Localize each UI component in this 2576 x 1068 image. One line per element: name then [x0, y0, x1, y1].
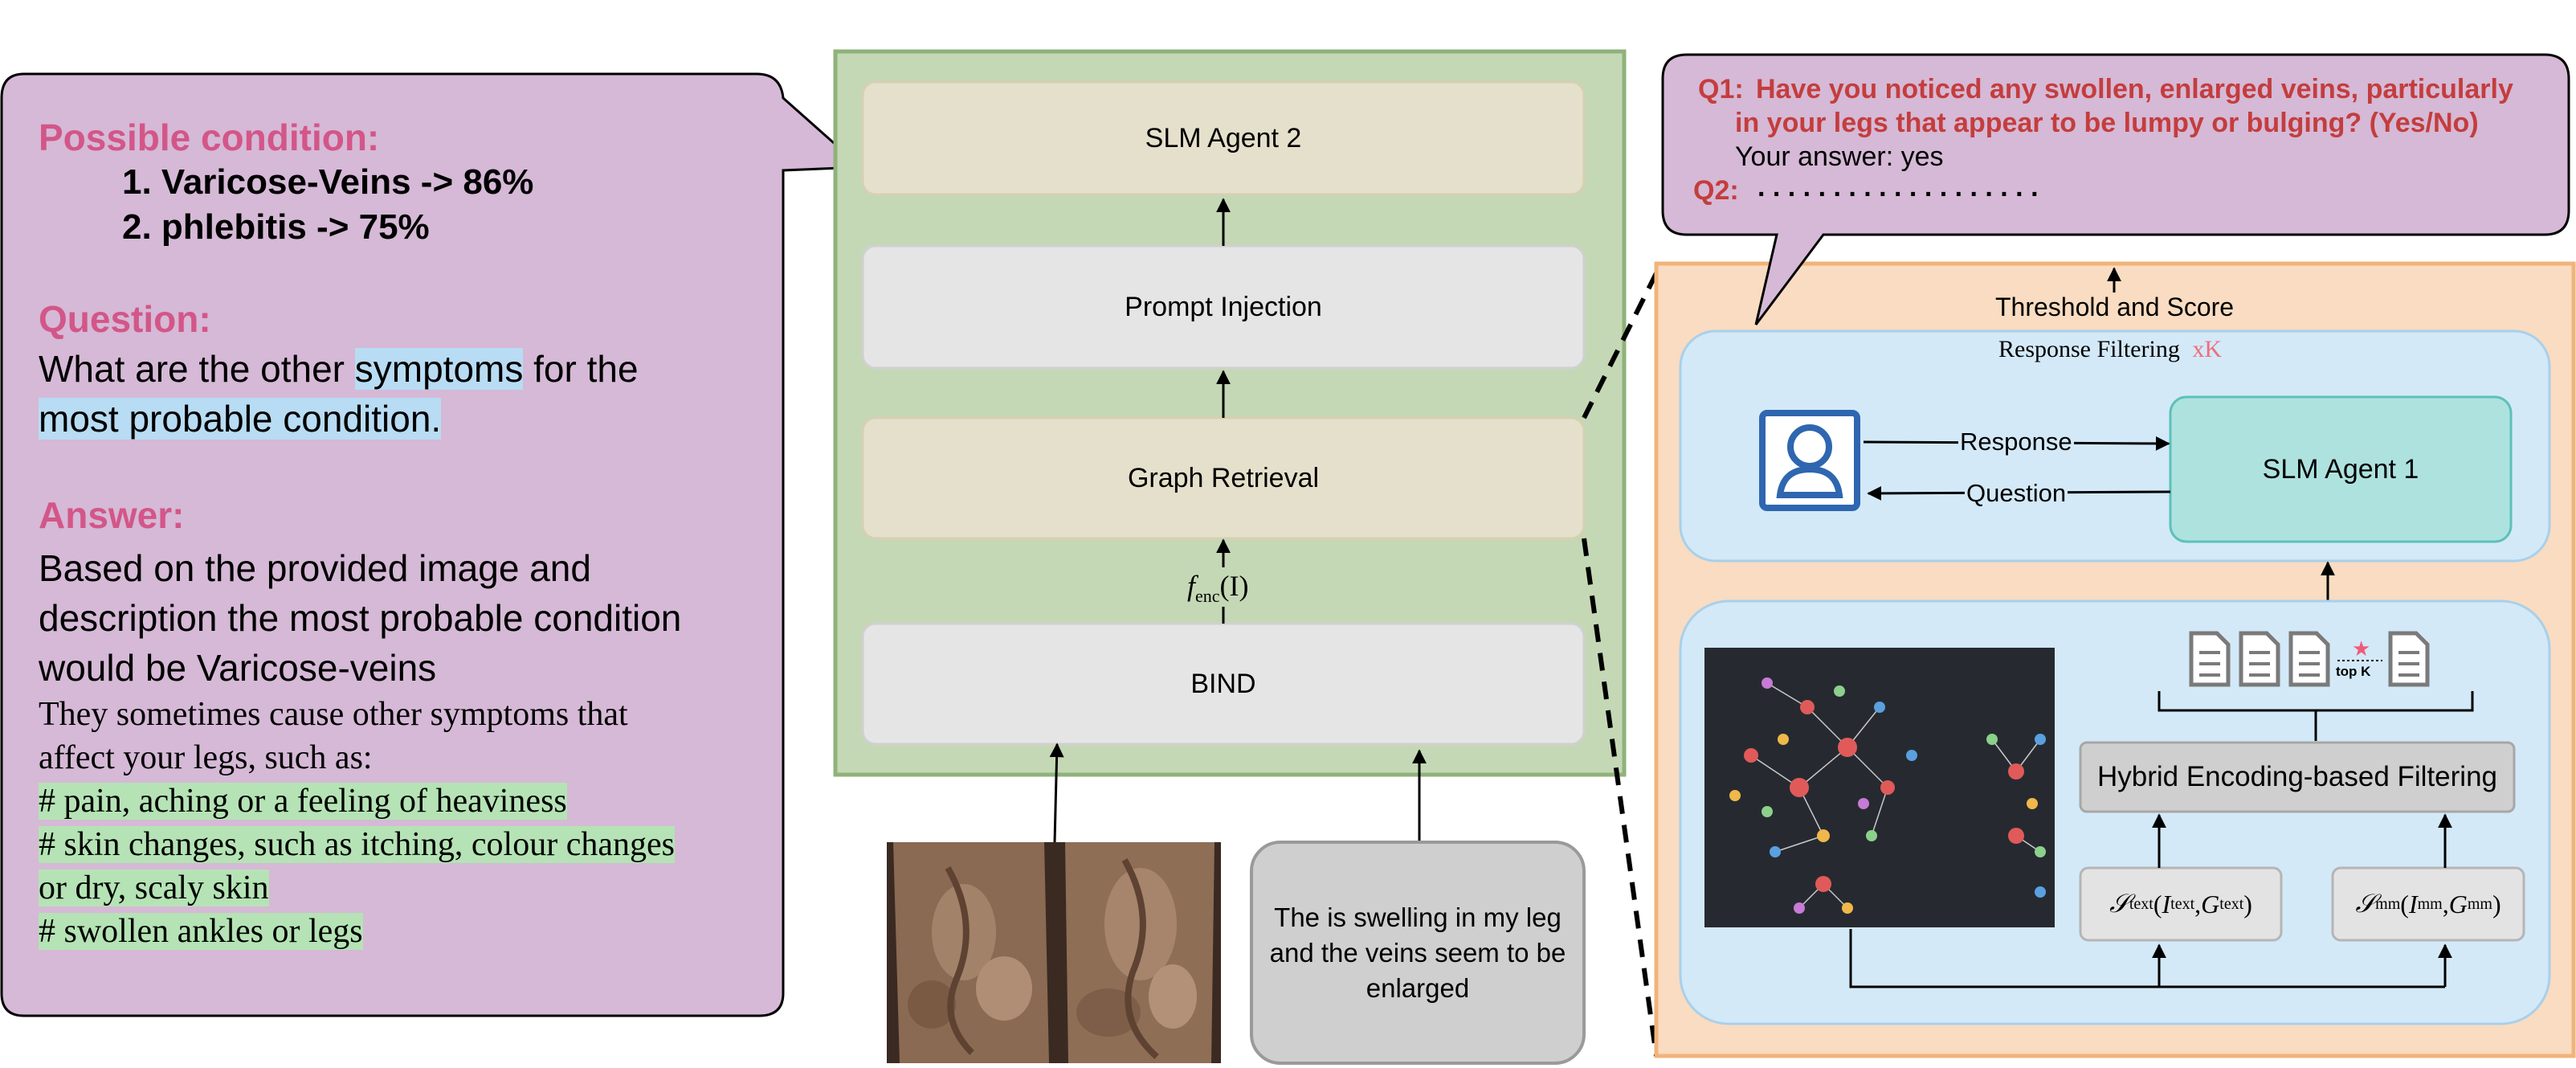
- agent2-box: [861, 80, 1586, 196]
- q2-label: Q2:: [1693, 175, 1739, 206]
- answer-line: description the most probable condition: [39, 597, 682, 639]
- question-highlight-condition: most probable condition.: [39, 398, 442, 440]
- encoder-f: f: [1187, 570, 1196, 602]
- encoder-sub: enc: [1195, 586, 1220, 607]
- s-mm-sub: mm: [2375, 894, 2401, 913]
- answer-text: Based on the provided image and descript…: [39, 543, 778, 693]
- hybrid-box: [2079, 741, 2516, 813]
- document-icons: [2189, 631, 2430, 687]
- agent1-label: SLM Agent 1: [2262, 453, 2419, 485]
- g-mm-sub: mm: [2467, 894, 2492, 913]
- question-part2: for the: [523, 348, 639, 390]
- question-part1: What are the other: [39, 348, 355, 390]
- symptom-line: or dry, scaly skin: [39, 870, 269, 906]
- q1-line1: Have you noticed any swollen, enlarged v…: [1756, 74, 2513, 104]
- encoder-arg: (I): [1219, 570, 1249, 602]
- description-box: [1250, 841, 1586, 1065]
- q1-line2: in your legs that appear to be lumpy or …: [1735, 108, 2479, 138]
- symptom-line: # skin changes, such as itching, colour …: [39, 826, 675, 863]
- question-text: What are the other symptoms for the most…: [39, 344, 761, 444]
- answer-line: would be Varicose-veins: [39, 647, 437, 689]
- bind-label: BIND: [1190, 668, 1256, 699]
- q1-label: Q1:: [1698, 74, 1744, 104]
- response-filtering-label: Response Filtering: [1998, 336, 2180, 362]
- score-mm-box: [2331, 866, 2525, 942]
- q2-dots: . . . . . . . . . . . . . . . . . . .: [1757, 172, 2039, 203]
- condition-heading: Possible condition:: [39, 117, 380, 158]
- serif-line: affect your legs, such as:: [39, 739, 373, 776]
- star-icon: ★: [2352, 637, 2370, 661]
- question-heading: Question:: [39, 298, 211, 340]
- serif-line: They sometimes cause other symptoms that: [39, 696, 628, 733]
- agent1-box: [2169, 395, 2513, 543]
- xk-label: xK: [2192, 336, 2222, 362]
- question-label: Question: [1965, 479, 2068, 508]
- answer-line: Based on the provided image and: [39, 547, 591, 589]
- right-speech-bubble: [1661, 53, 2570, 325]
- top-k-label: top K: [2336, 664, 2371, 679]
- question-highlight-symptoms: symptoms: [354, 348, 524, 390]
- graph-retrieval-label: Graph Retrieval: [1127, 462, 1320, 493]
- response-filtering-title: Response Filtering xK: [1998, 336, 2222, 363]
- answer-heading: Answer:: [39, 494, 185, 536]
- response-label: Response: [1958, 428, 2074, 456]
- s-text-sub: text: [2129, 894, 2153, 913]
- answer-line: Your answer: yes: [1735, 141, 1944, 172]
- score-text-box: [2079, 866, 2283, 942]
- encoder-formula: fenc(I): [1184, 569, 1252, 608]
- user-icon: [1759, 410, 1860, 511]
- agent2-label: SLM Agent 2: [1145, 122, 1302, 153]
- left-speech-bubble: [0, 72, 864, 1017]
- g-text-sub: text: [2219, 894, 2244, 913]
- i-text-sub: text: [2170, 894, 2195, 913]
- symptom-line: # swollen ankles or legs: [39, 913, 363, 950]
- leg-photo: [887, 842, 1221, 1063]
- prompt-injection-label: Prompt Injection: [1125, 291, 1322, 322]
- symptoms-text: They sometimes cause other symptoms that…: [39, 693, 778, 953]
- i-mm-sub: mm: [2417, 894, 2443, 913]
- description-text: The is swelling in my leg and the veins …: [1269, 902, 1566, 1003]
- condition-2: 2. phlebitis -> 75%: [122, 207, 430, 247]
- condition-1: 1. Varicose-Veins -> 86%: [122, 162, 534, 202]
- hybrid-label: Hybrid Encoding-based Filtering: [2096, 761, 2498, 792]
- threshold-label: Threshold and Score: [1994, 293, 2236, 322]
- knowledge-graph-image: [1704, 648, 2055, 927]
- symptom-line: # pain, aching or a feeling of heaviness: [39, 783, 567, 820]
